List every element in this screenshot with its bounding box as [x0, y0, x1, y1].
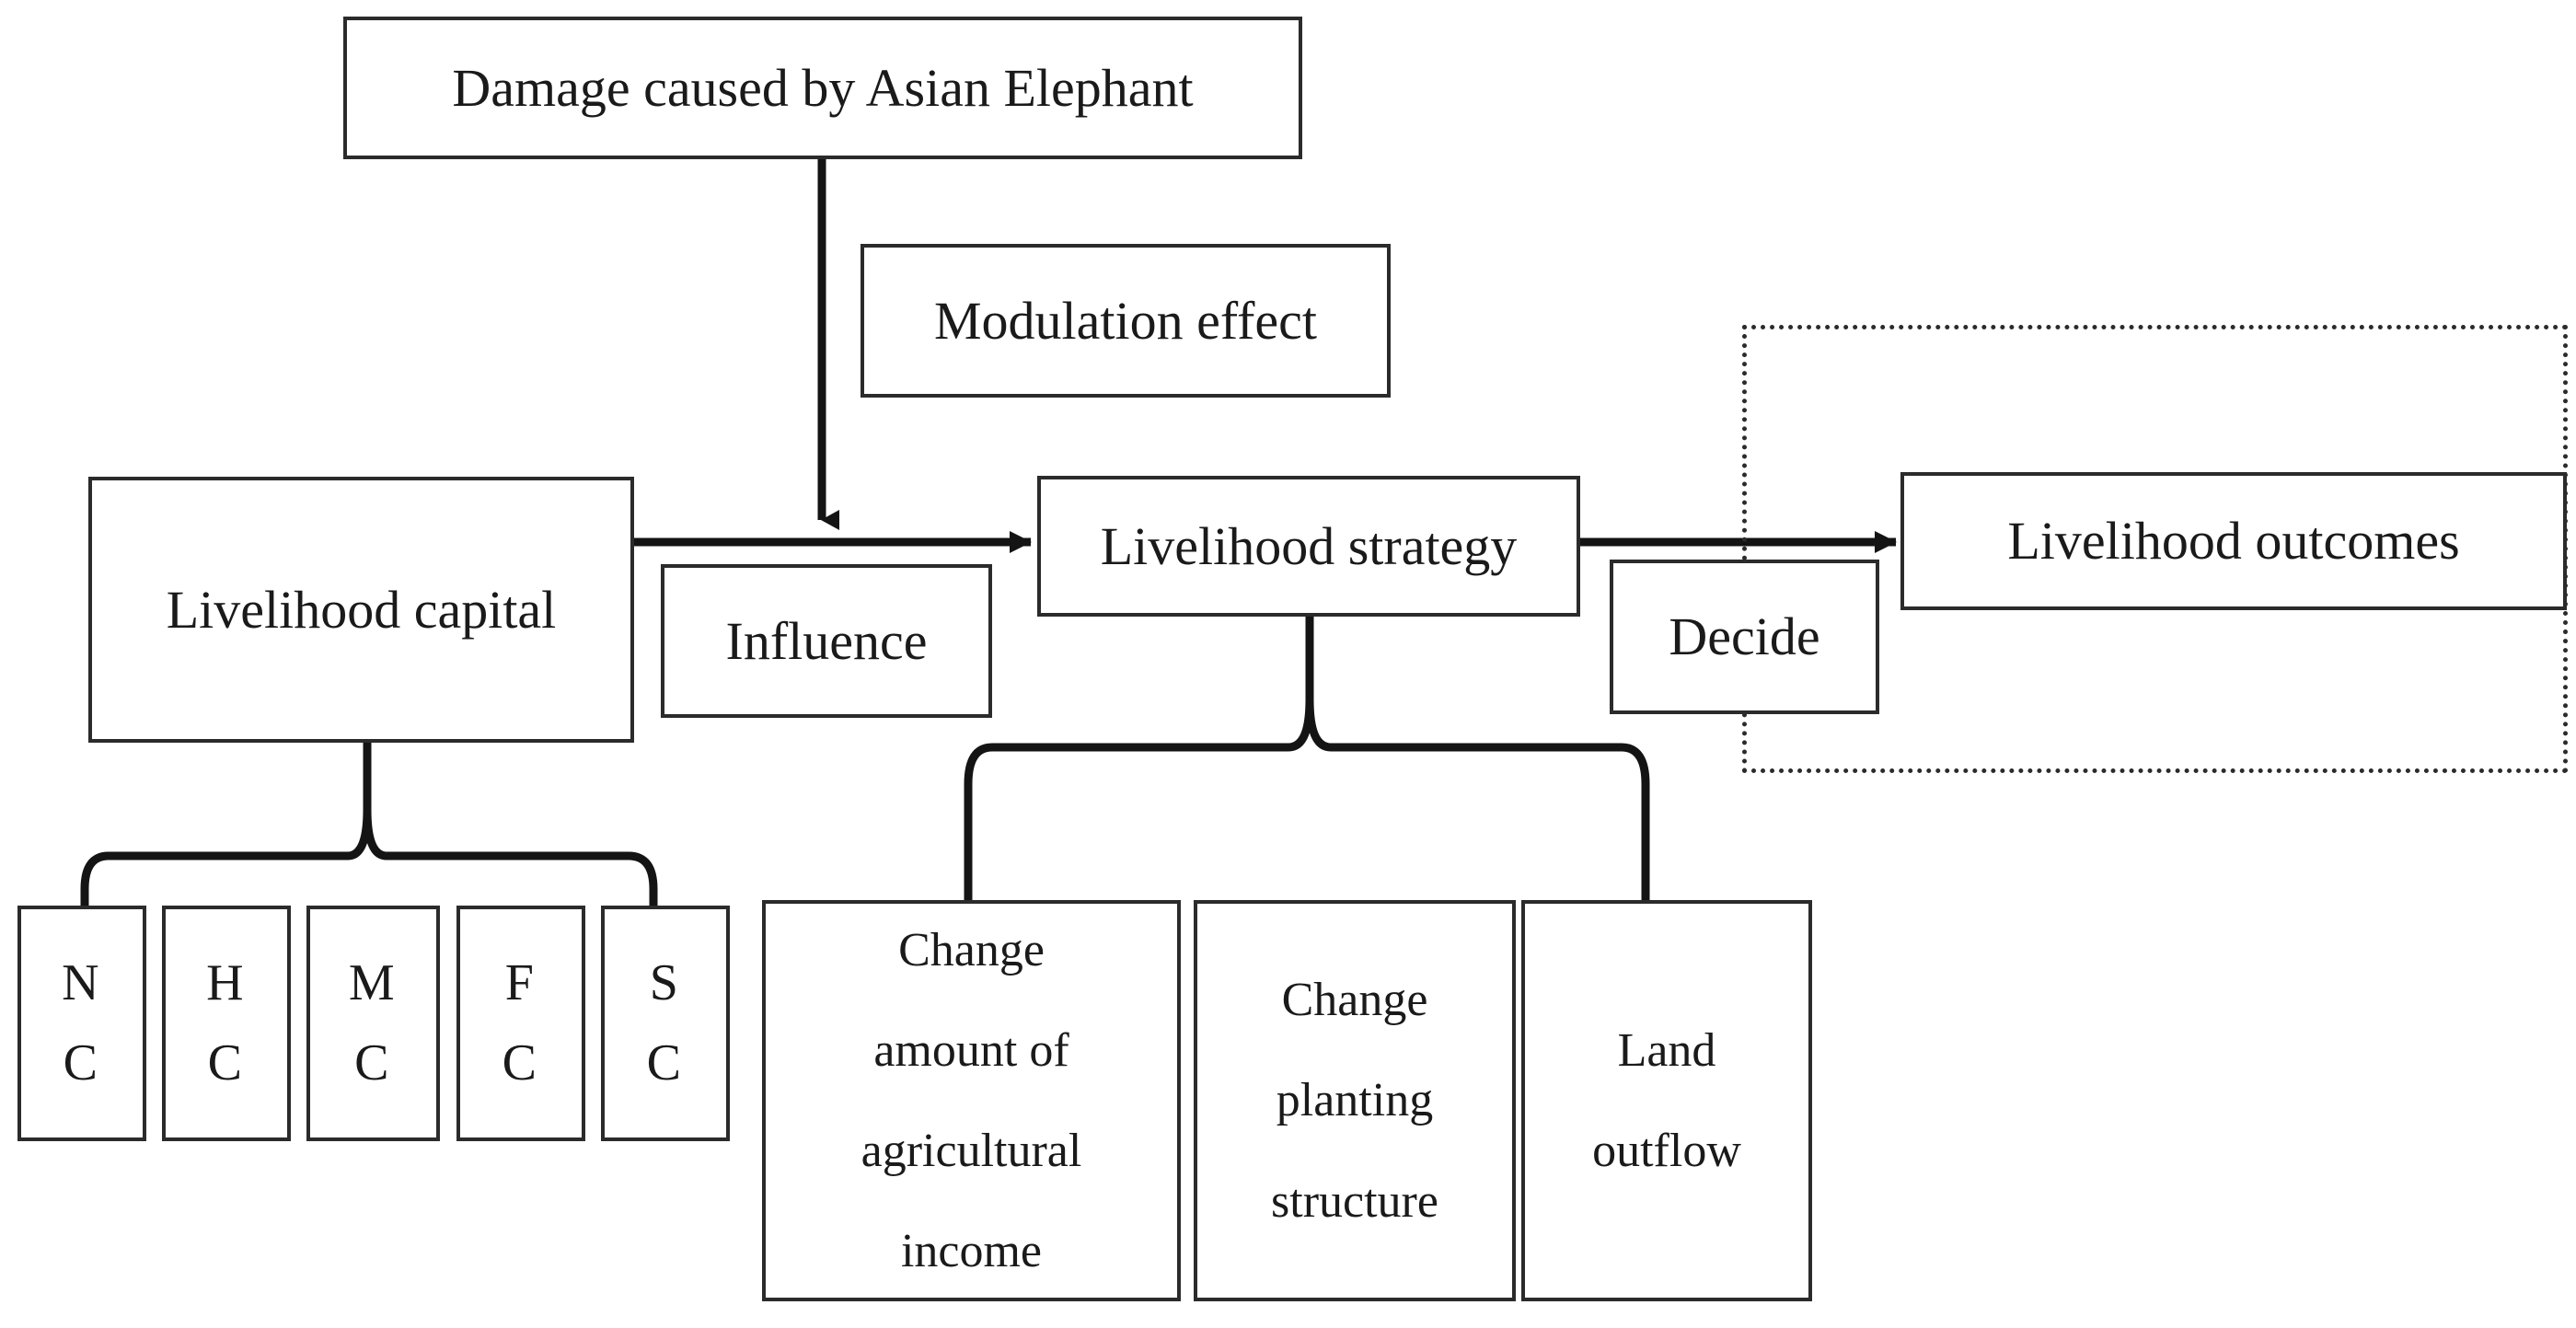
node-livelihood-capital[interactable]: Livelihood capital: [88, 477, 634, 743]
node-influence[interactable]: Influence: [661, 564, 992, 718]
node-livelihood-strategy-label: Livelihood strategy: [1100, 515, 1518, 576]
node-change-planting-structure[interactable]: Change planting structure: [1194, 900, 1516, 1301]
node-social-capital[interactable]: S C: [601, 906, 730, 1141]
brace-capital-to-components: [80, 743, 658, 906]
node-influence-label: Influence: [725, 610, 928, 671]
node-land-outflow[interactable]: Land outflow: [1521, 900, 1812, 1301]
node-social-capital-label: S C: [646, 954, 685, 1091]
node-financial-capital-label: F C: [502, 954, 540, 1091]
node-land-outflow-label: Land outflow: [1592, 1023, 1741, 1177]
node-modulation-label: Modulation effect: [933, 290, 1318, 351]
node-livelihood-outcomes-label: Livelihood outcomes: [2007, 511, 2460, 572]
node-change-agricultural-income[interactable]: Change amount of agricultural income: [762, 900, 1181, 1301]
node-livelihood-capital-label: Livelihood capital: [166, 579, 557, 640]
node-decide-label: Decide: [1669, 606, 1820, 667]
node-change-planting-structure-label: Change planting structure: [1271, 974, 1438, 1228]
node-livelihood-outcomes[interactable]: Livelihood outcomes: [1900, 472, 2567, 610]
node-material-capital-label: M C: [348, 954, 399, 1091]
node-change-agricultural-income-label: Change amount of agricultural income: [861, 923, 1082, 1278]
node-material-capital[interactable]: M C: [306, 906, 440, 1141]
node-natural-capital-label: N C: [62, 954, 102, 1091]
node-modulation-effect[interactable]: Modulation effect: [861, 244, 1391, 398]
node-livelihood-strategy[interactable]: Livelihood strategy: [1037, 476, 1580, 617]
node-financial-capital[interactable]: F C: [456, 906, 585, 1141]
node-human-capital[interactable]: H C: [162, 906, 291, 1141]
node-decide[interactable]: Decide: [1610, 560, 1879, 714]
brace-strategy-to-actions: [964, 617, 1650, 900]
node-natural-capital[interactable]: N C: [17, 906, 146, 1141]
node-damage-label: Damage caused by Asian Elephant: [452, 57, 1194, 118]
node-damage-caused-by-asian-elephant[interactable]: Damage caused by Asian Elephant: [343, 17, 1302, 159]
node-human-capital-label: H C: [206, 954, 247, 1091]
